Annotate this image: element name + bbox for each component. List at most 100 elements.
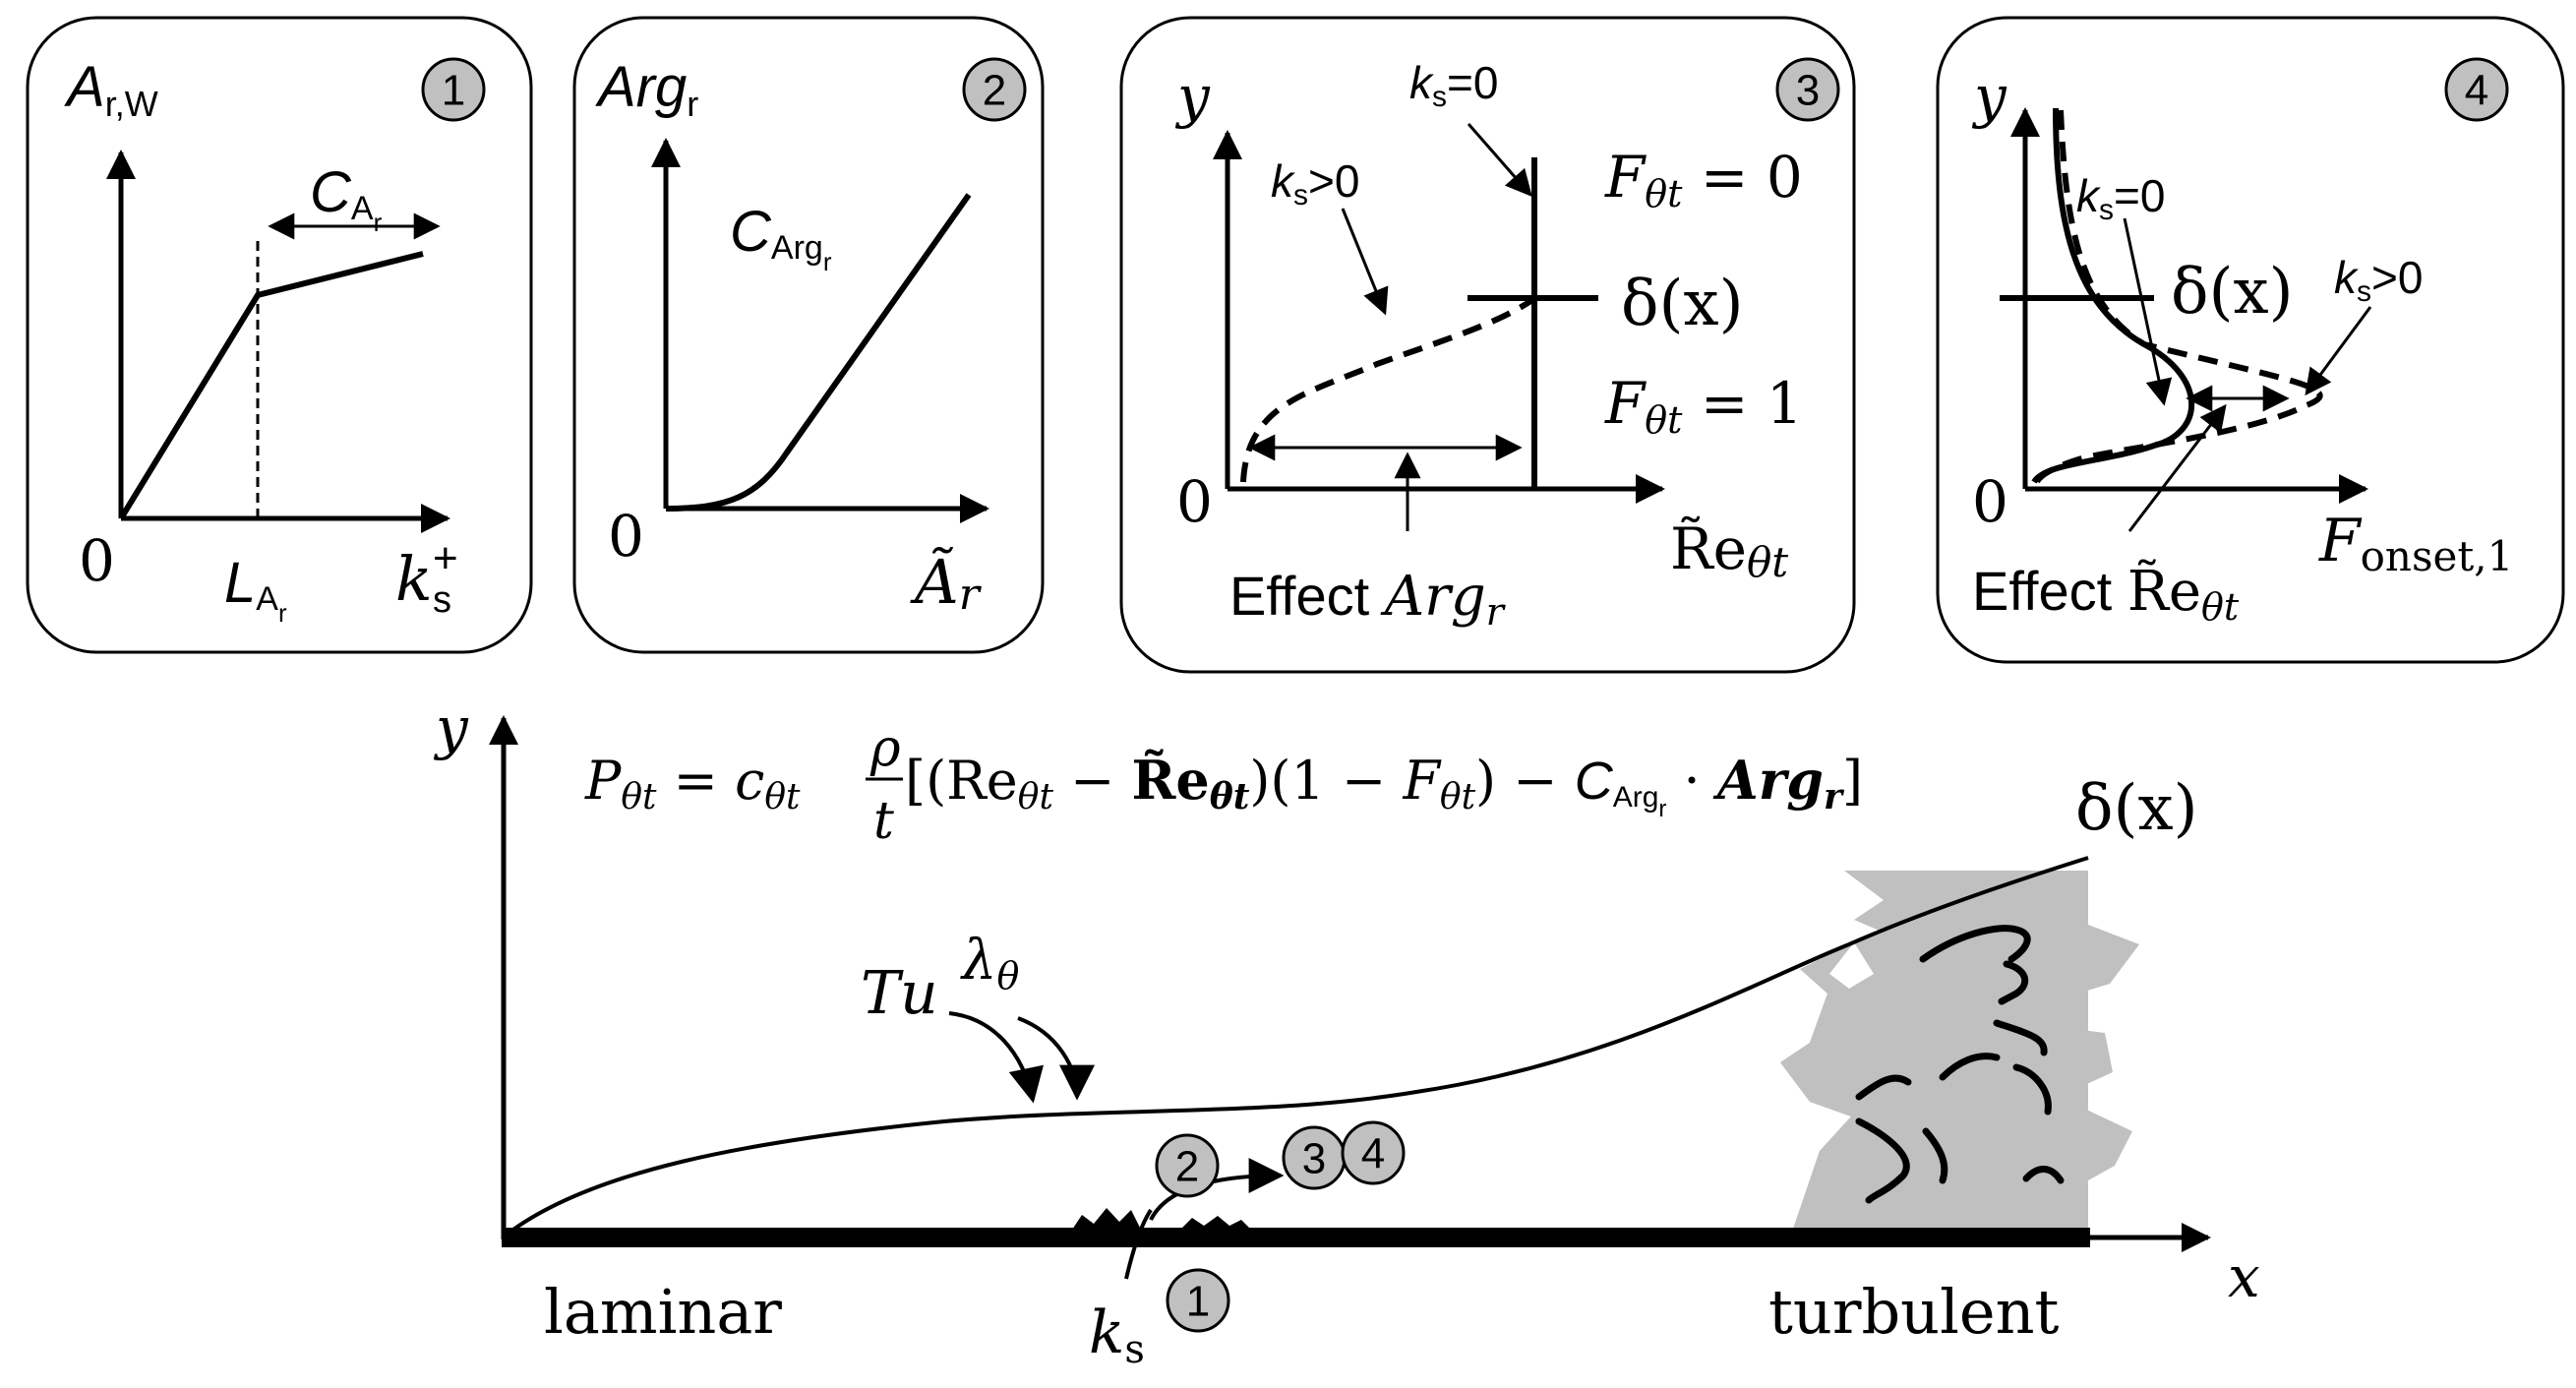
eddy-5	[1939, 1053, 2001, 1081]
panel-4-frame	[1936, 16, 2565, 664]
panel-1-y-label: Ar,W	[64, 55, 158, 124]
panel-4-effect-main: R̃e	[2127, 559, 2201, 624]
panel-3-y-label: y	[1174, 63, 1211, 130]
eddy-7	[1855, 1117, 1910, 1204]
eddy-3	[1993, 1019, 2048, 1056]
panel-3-badge	[1775, 57, 1840, 122]
panel-4-y-label: y	[1971, 63, 2007, 130]
panel-3-ks-zero-pointer	[1467, 123, 1532, 198]
main-badge-1-label: 1	[1186, 1278, 1210, 1326]
equation-dot: ·	[1666, 750, 1717, 812]
panel-2-curve-label-subsub: r	[823, 247, 832, 276]
equation-carg-main: C	[1575, 752, 1614, 811]
panel-4-ks-zero-label: ks=0	[2076, 170, 2165, 226]
panel-2-x-label-main: Ã	[910, 546, 959, 618]
equation-frac-den: t	[873, 792, 894, 851]
main-laminar: laminar	[544, 1276, 782, 1348]
panel-1-x-label-sub: s	[433, 579, 451, 621]
main-badge-2-label: 2	[1175, 1143, 1199, 1191]
panel-4-ks-pos-pointer	[2305, 306, 2372, 396]
main-delta: δ(x)	[2075, 772, 2198, 845]
panel-4-effect-label: Effect R̃eθt	[1972, 559, 2240, 629]
panel-2: 2 Argr CArgr 0 Ãr	[572, 16, 1045, 654]
panel-2-y-label-main: Arg	[595, 55, 687, 119]
panel-4-x-label: Fonset,1	[2318, 507, 2513, 580]
equation-eq: =	[656, 750, 735, 812]
panel-4-ks-pos-label: ks>0	[2334, 252, 2423, 308]
panel-1-slope-label-main: C	[310, 160, 352, 224]
panel-1-y-label-sub: r,W	[105, 84, 158, 124]
panel-3-ks-zero-rest: =0	[1447, 57, 1498, 108]
panel-3-f-top-main: F	[1604, 144, 1647, 211]
panel-1-tick-label-main: L	[224, 551, 256, 615]
panel-4-ks-pos-main: k	[2334, 252, 2359, 303]
main-badge-3-label: 3	[1302, 1135, 1326, 1183]
boundary-layer-edge	[505, 856, 2089, 1237]
panel-4-ks-zero-rest: =0	[2114, 170, 2165, 221]
equation-arg-main: Arg	[1712, 749, 1824, 812]
panel-2-y-label: Argr	[595, 55, 698, 124]
panel-2-badge-label: 2	[983, 67, 1006, 115]
main-x-label: x	[2228, 1243, 2260, 1310]
main-badge-4-label: 4	[1361, 1130, 1385, 1178]
lambda-arrow	[1017, 1016, 1095, 1101]
panel-1: 1 Ar,W CAr 0 LAr k + s	[26, 16, 533, 654]
panel-3-x-label-main: R̃e	[1670, 514, 1747, 582]
panel-3-ks-zero-label: ks=0	[1409, 57, 1498, 113]
panel-2-curve-label: CArgr	[730, 200, 832, 276]
equation-ret-sub: θt	[1210, 776, 1250, 817]
panel-4-effect-text: Effect	[1972, 560, 2127, 622]
main-turbulent: turbulent	[1768, 1276, 2060, 1348]
panel-3-f-bot-rest: = 1	[1682, 370, 1802, 437]
panel-3-origin: 0	[1176, 468, 1213, 535]
roughness-pointer	[1124, 1208, 1153, 1280]
panel-3-ks-pos-main: k	[1271, 155, 1295, 207]
panel-3-effect-label: Effect Argr	[1229, 565, 1507, 634]
main-y-label: y	[433, 694, 469, 761]
panel-3-f-bot: Fθt = 1	[1604, 370, 1803, 442]
panel-4-badge	[2444, 57, 2509, 122]
eddy-4	[1855, 1074, 1912, 1101]
panel-4-ks-zero-curve	[2031, 107, 2195, 484]
panel-3-x-label: R̃eθt	[1670, 514, 1788, 586]
equation-arg-sub: r	[1824, 776, 1845, 817]
panel-3-effect-main: Arg	[1380, 565, 1486, 629]
equation-f-main: F	[1402, 750, 1442, 812]
main-ks: ks	[1089, 1298, 1145, 1372]
roughness-elements	[1072, 1208, 1251, 1230]
panel-3-f-bot-sub: θt	[1645, 398, 1683, 442]
equation-minus1: −	[1053, 750, 1132, 812]
equation-re-main: Re	[946, 750, 1018, 812]
equation-lhs: Pθt = cθt	[584, 750, 801, 817]
tu-arrow	[948, 1011, 1044, 1104]
equation-close1: ) −	[1475, 750, 1575, 812]
panel-4-ks-zero-sub: s	[2099, 194, 2114, 226]
panel-2-curve-label-sub: Arg	[771, 229, 823, 267]
panel-1-frame	[26, 16, 533, 654]
panel-2-origin: 0	[608, 503, 644, 570]
turbulent-eddies	[1855, 925, 2065, 1204]
panel-1-slope-label-subsub: r	[374, 208, 383, 237]
main-badge-2	[1155, 1133, 1220, 1198]
panel-1-tick-label-sub: A	[256, 580, 278, 618]
equation-frac-num: ρ	[869, 719, 901, 778]
panel-1-y-label-main: A	[64, 55, 105, 119]
main-ks-sub: s	[1124, 1327, 1145, 1372]
panel-4-effect-sub: θt	[2201, 585, 2240, 629]
panel-3-ks-zero-main: k	[1409, 57, 1434, 108]
equation-f-sub: θt	[1440, 777, 1476, 817]
equation-mid: )(1 −	[1249, 750, 1403, 812]
panel-1-x-label-main: k	[395, 543, 433, 615]
turbulent-notch	[1829, 942, 1874, 989]
panel-3-f-top-sub: θt	[1645, 172, 1683, 215]
panel-4-badge-label: 4	[2465, 67, 2488, 115]
panel-1-origin: 0	[79, 527, 115, 594]
panel-3-effect-text: Effect	[1229, 565, 1385, 627]
equation-c-main: c	[735, 750, 764, 812]
panel-1-x-label-sup: +	[433, 534, 458, 582]
panel-1-tick-label: LAr	[224, 551, 287, 628]
panel-1-tick-label-subsub: r	[278, 598, 287, 628]
panel-3-f-bot-main: F	[1604, 370, 1647, 437]
eddy-1	[1919, 925, 2031, 963]
panel-4-x-label-main: F	[2318, 507, 2363, 575]
